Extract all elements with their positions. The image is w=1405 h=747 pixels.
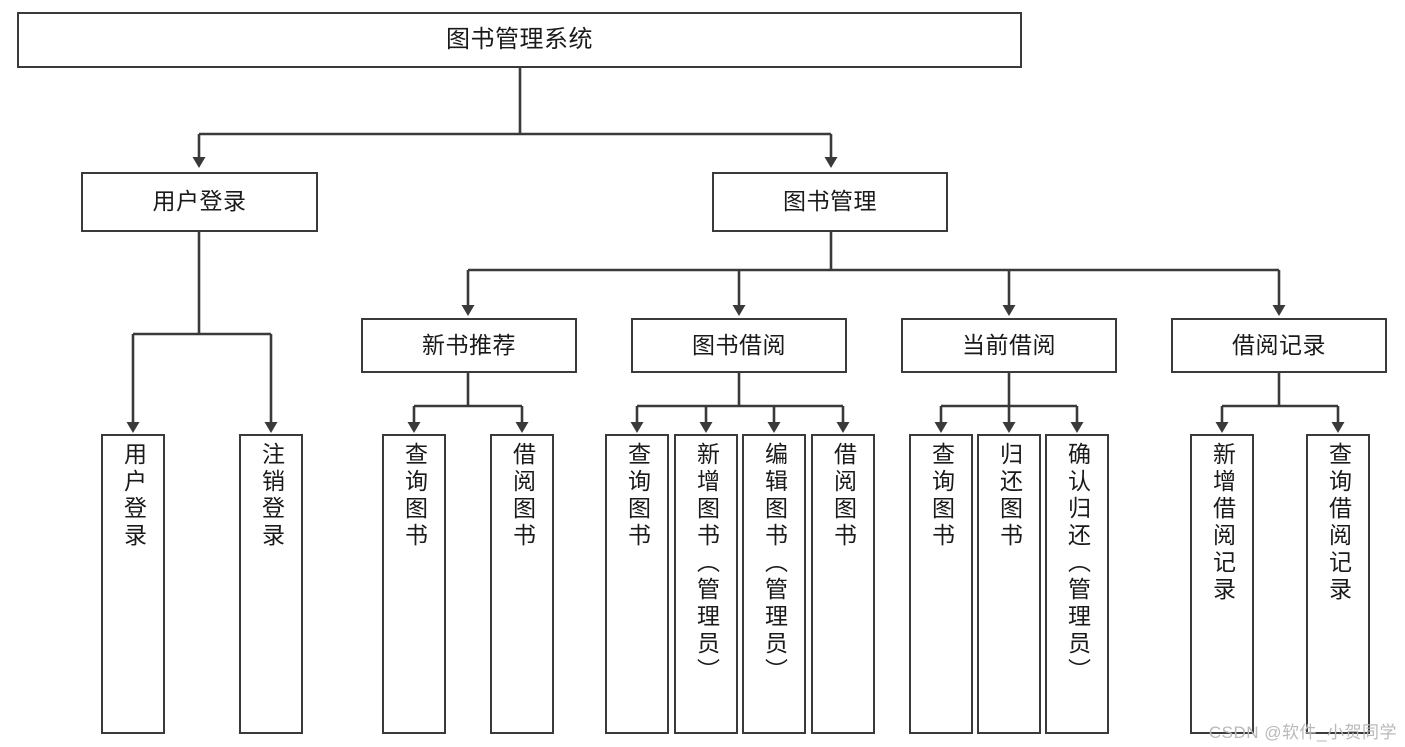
node-leaf-borrow-book-2[interactable]: 借阅图书 xyxy=(811,434,875,734)
node-book-borrow-label: 图书借阅 xyxy=(692,331,786,358)
node-user-login-label: 用户登录 xyxy=(152,188,247,215)
node-book-manage[interactable]: 图书管理 xyxy=(712,172,948,232)
node-book-borrow[interactable]: 图书借阅 xyxy=(631,318,847,373)
node-current-borrow-label: 当前借阅 xyxy=(962,331,1056,358)
node-borrow-record[interactable]: 借阅记录 xyxy=(1171,318,1387,373)
node-book-manage-label: 图书管理 xyxy=(783,188,877,215)
node-new-book-recommend[interactable]: 新书推荐 xyxy=(361,318,577,373)
node-leaf-borrow-book-1-label: 借阅图书 xyxy=(509,442,536,550)
node-borrow-record-label: 借阅记录 xyxy=(1232,331,1326,358)
node-leaf-query-record-label: 查询借阅记录 xyxy=(1325,442,1352,604)
node-leaf-borrow-book-2-label: 借阅图书 xyxy=(830,442,857,550)
node-leaf-query-book-2[interactable]: 查询图书 xyxy=(605,434,669,734)
node-leaf-edit-book[interactable]: 编辑图书（管理员） xyxy=(742,434,806,734)
node-leaf-edit-book-label: 编辑图书（管理员） xyxy=(761,442,788,685)
node-leaf-logout[interactable]: 注销登录 xyxy=(239,434,303,734)
node-leaf-logout-label: 注销登录 xyxy=(258,442,285,550)
node-leaf-query-book-2-label: 查询图书 xyxy=(624,442,651,550)
node-leaf-user-login-label: 用户登录 xyxy=(120,442,147,550)
node-leaf-confirm-return[interactable]: 确认归还（管理员） xyxy=(1045,434,1109,734)
node-leaf-query-book-3[interactable]: 查询图书 xyxy=(909,434,973,734)
node-leaf-confirm-return-label: 确认归还（管理员） xyxy=(1064,442,1091,685)
node-leaf-query-record[interactable]: 查询借阅记录 xyxy=(1306,434,1370,734)
node-leaf-user-login[interactable]: 用户登录 xyxy=(101,434,165,734)
node-leaf-query-book-1[interactable]: 查询图书 xyxy=(382,434,446,734)
node-leaf-add-record[interactable]: 新增借阅记录 xyxy=(1190,434,1254,734)
node-leaf-query-book-1-label: 查询图书 xyxy=(401,442,428,550)
node-current-borrow[interactable]: 当前借阅 xyxy=(901,318,1117,373)
node-leaf-borrow-book-1[interactable]: 借阅图书 xyxy=(490,434,554,734)
node-leaf-query-book-3-label: 查询图书 xyxy=(928,442,955,550)
node-root[interactable]: 图书管理系统 xyxy=(17,12,1022,68)
node-leaf-add-book[interactable]: 新增图书（管理员） xyxy=(674,434,738,734)
node-leaf-add-record-label: 新增借阅记录 xyxy=(1209,442,1236,604)
node-root-label: 图书管理系统 xyxy=(446,25,593,53)
node-leaf-add-book-label: 新增图书（管理员） xyxy=(693,442,720,685)
node-leaf-return-book-label: 归还图书 xyxy=(996,442,1023,550)
node-leaf-return-book[interactable]: 归还图书 xyxy=(977,434,1041,734)
node-new-book-recommend-label: 新书推荐 xyxy=(422,331,516,358)
node-user-login[interactable]: 用户登录 xyxy=(81,172,318,232)
csdn-watermark: CSDN @软件_小贺同学 xyxy=(1208,723,1397,742)
